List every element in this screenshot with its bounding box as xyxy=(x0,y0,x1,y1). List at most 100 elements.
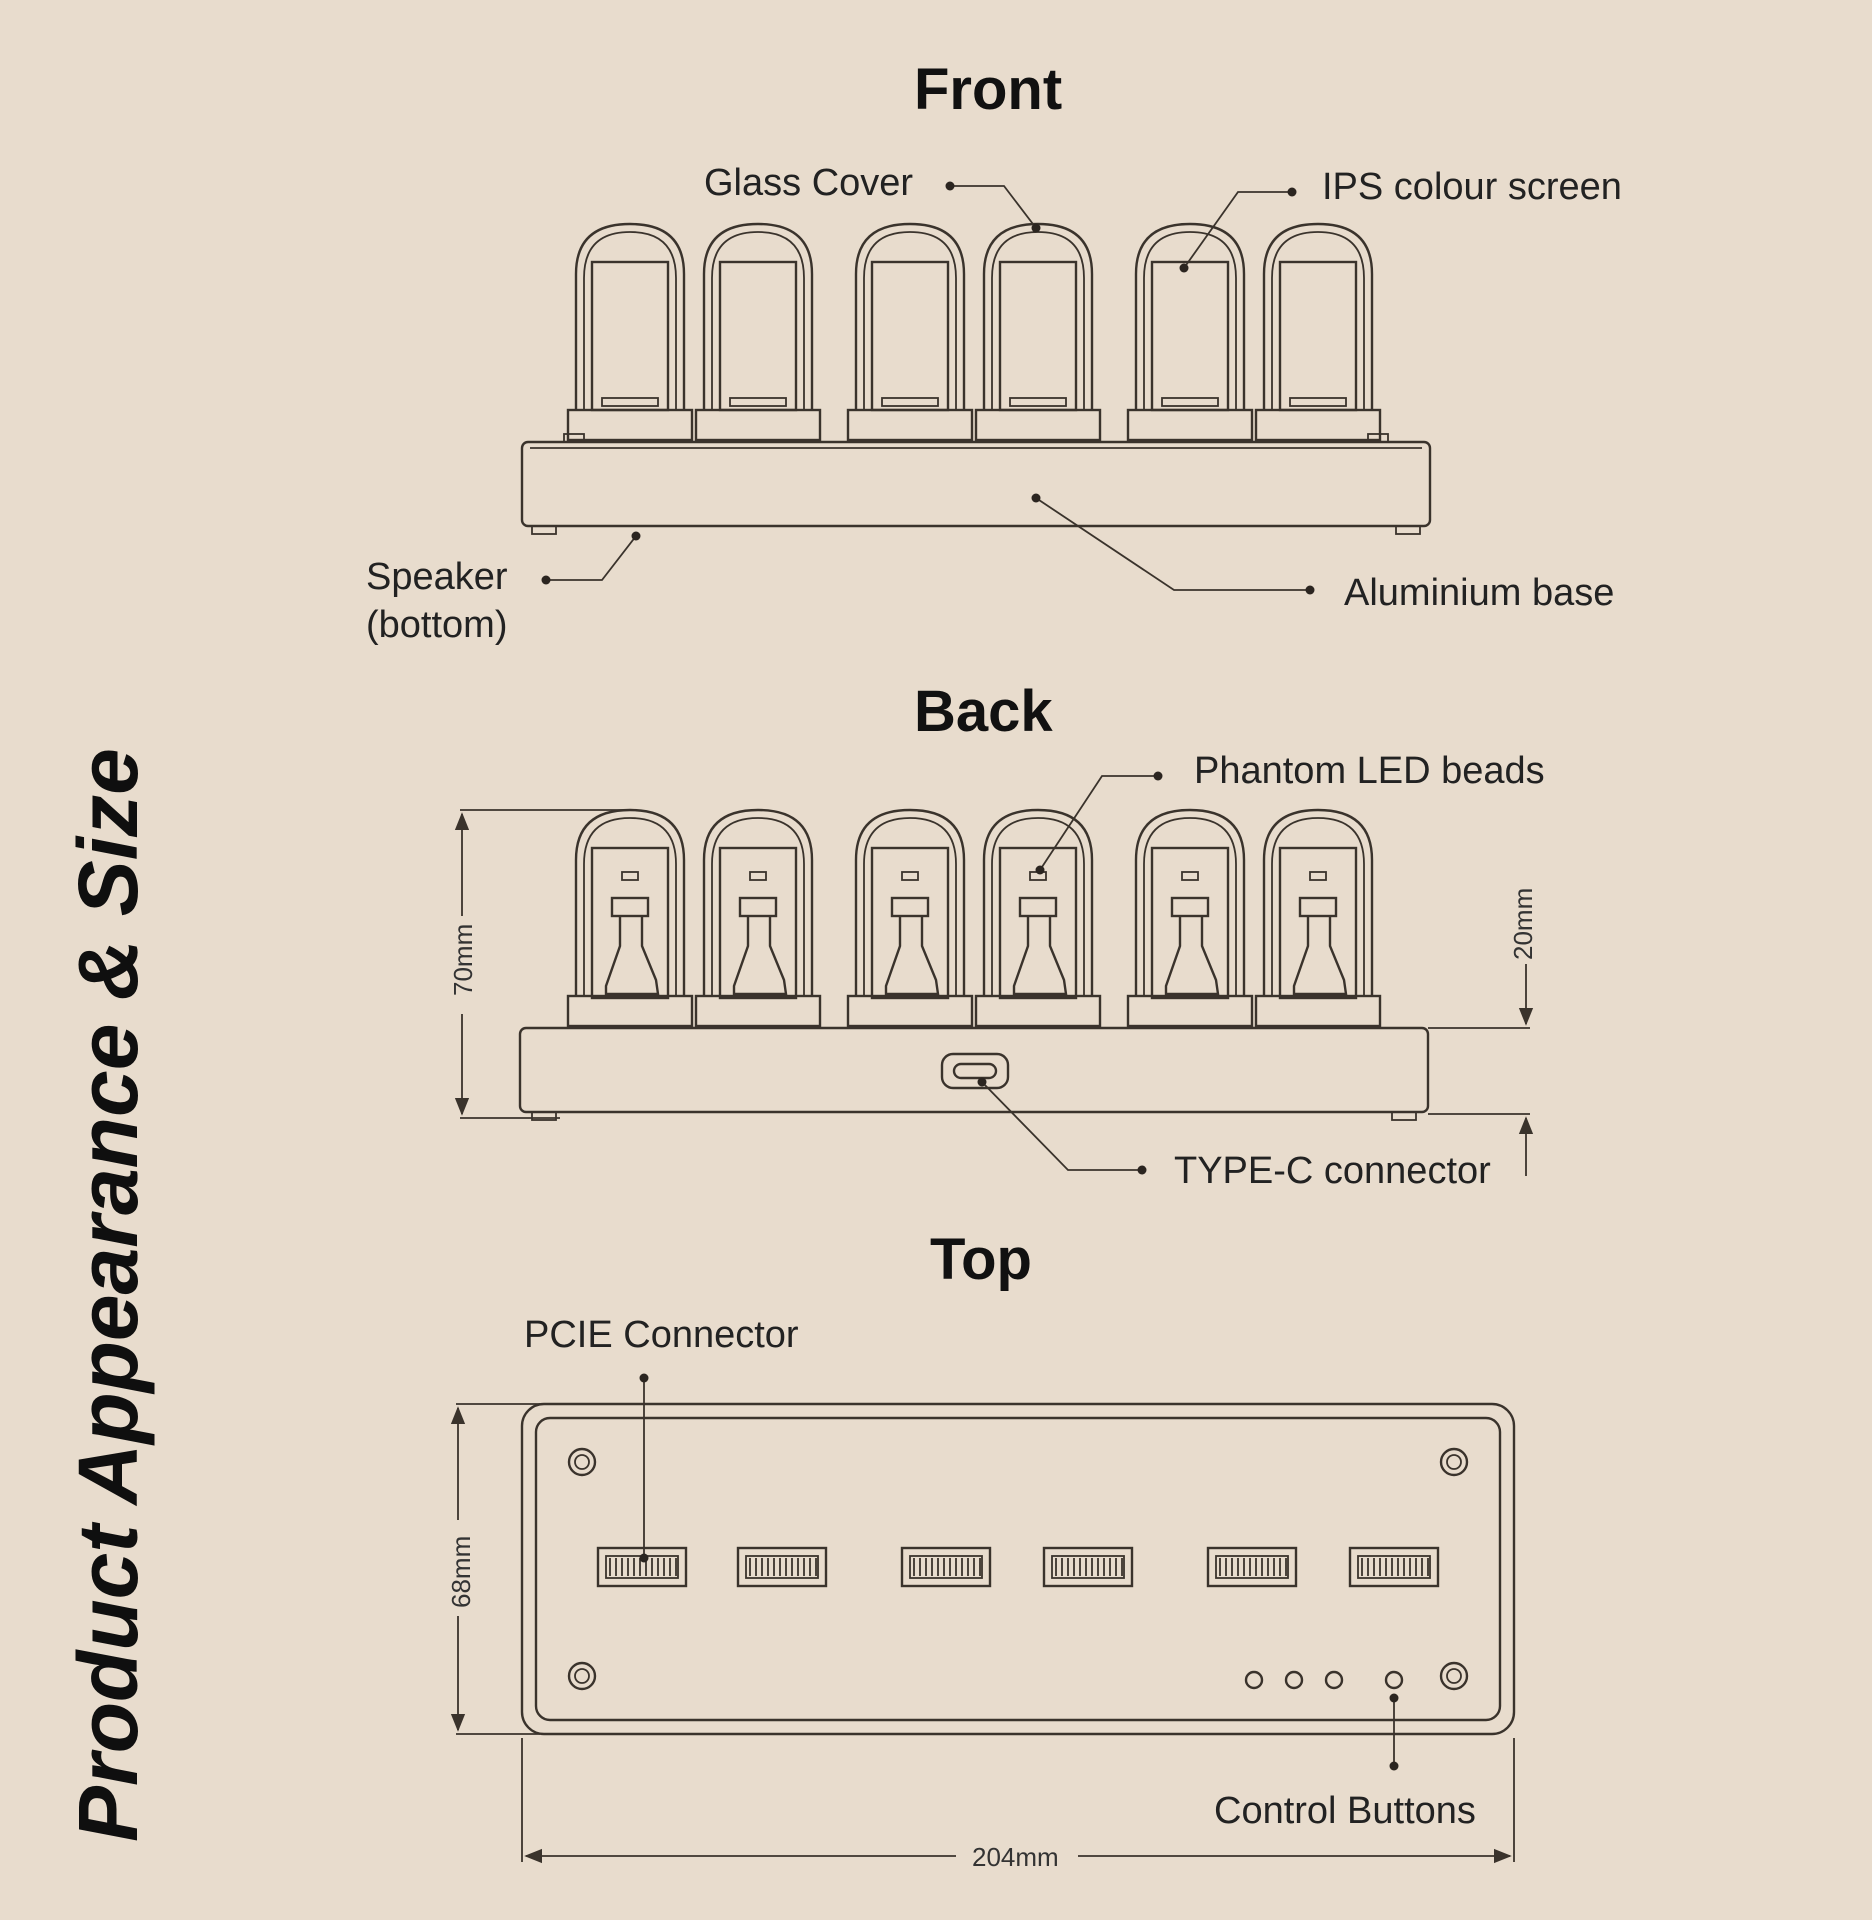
back-tube xyxy=(846,808,974,1028)
back-panel xyxy=(870,846,950,1000)
front-section-title: Front xyxy=(914,57,1063,122)
glass-cover xyxy=(1262,222,1374,410)
glass-cover-inner xyxy=(711,817,805,996)
glass-cover-inner xyxy=(1271,817,1365,996)
glass-cover-inner xyxy=(1271,231,1365,410)
base-button xyxy=(1367,433,1389,443)
mount-clip xyxy=(1298,896,1338,918)
glass-cover xyxy=(854,222,966,410)
top-inner-outline xyxy=(534,1416,1502,1722)
mount-clip xyxy=(610,896,650,918)
speaker-label-line2: (bottom) xyxy=(366,604,508,646)
glass-cover-inner xyxy=(991,231,1085,410)
leader-dot xyxy=(945,181,955,191)
leader-dot xyxy=(631,531,641,541)
aluminium-base-back xyxy=(518,1026,1430,1114)
mount-clip xyxy=(738,896,778,918)
pcie-housing xyxy=(1348,1546,1440,1588)
back-panel xyxy=(1278,846,1358,1000)
phantom-led xyxy=(1181,871,1199,881)
pcie-connector xyxy=(736,1546,828,1588)
usb-c-port xyxy=(940,1052,1010,1090)
glass-cover-inner xyxy=(863,817,957,996)
glass-cover-inner xyxy=(863,231,957,410)
pcie-connector xyxy=(1348,1546,1440,1588)
ips-screen xyxy=(998,260,1078,412)
aluminium-base xyxy=(520,440,1432,528)
back-section-title: Back xyxy=(914,679,1053,744)
screw-hole xyxy=(567,1447,597,1477)
screw-hole xyxy=(567,1661,597,1691)
pcie-slot xyxy=(745,1555,819,1579)
leader-dot xyxy=(1389,1761,1399,1771)
mount-clip xyxy=(1018,896,1058,918)
depth-68mm-dimension: 68mm xyxy=(446,1535,476,1608)
height-70mm-dimension: 70mm xyxy=(448,923,478,996)
glass-cover xyxy=(1134,222,1246,410)
pcie-connector xyxy=(900,1546,992,1588)
control-buttons-label: Control Buttons xyxy=(1214,1790,1476,1832)
base-foot xyxy=(1395,525,1421,535)
led-leader xyxy=(1039,775,1158,871)
leader-dot xyxy=(1153,771,1163,781)
glass-cover xyxy=(1262,808,1374,996)
front-tube xyxy=(974,222,1102,442)
back-tube xyxy=(694,808,822,1028)
width-204mm-dimension: 204mm xyxy=(966,1842,1065,1873)
pcie-housing xyxy=(736,1546,828,1588)
back-panel xyxy=(1150,846,1230,1000)
ips-screen xyxy=(718,260,798,412)
control-button xyxy=(1244,1670,1264,1690)
leader-dot xyxy=(541,575,551,585)
back-tube xyxy=(1126,808,1254,1028)
ips-screen xyxy=(1150,260,1230,412)
leader-dot xyxy=(1031,493,1041,503)
tube-socket xyxy=(694,994,822,1028)
screw-hole-inner xyxy=(1446,1454,1462,1470)
top-outline xyxy=(520,1402,1516,1736)
display-mount xyxy=(1292,916,1348,996)
glass-cover-inner xyxy=(991,817,1085,996)
mount-clip xyxy=(1170,896,1210,918)
pcie-slot xyxy=(1357,1555,1431,1579)
leader-dot xyxy=(1179,263,1189,273)
leader-dot xyxy=(1287,187,1297,197)
glass-cover-leader xyxy=(950,185,1037,229)
pcie-slot xyxy=(1215,1555,1289,1579)
screen-foot xyxy=(881,397,939,407)
ips-screen xyxy=(870,260,950,412)
base-foot xyxy=(531,1111,557,1121)
speaker-leader xyxy=(546,535,637,581)
leader-dot xyxy=(977,1077,987,1087)
aluminium-base-label: Aluminium base xyxy=(1344,572,1615,614)
leader-dot xyxy=(639,1553,649,1563)
back-panel xyxy=(718,846,798,1000)
tube-socket xyxy=(1254,408,1382,442)
ips-screen xyxy=(1278,260,1358,412)
phantom-led xyxy=(621,871,639,881)
base-button xyxy=(563,433,585,443)
display-mount xyxy=(604,916,660,996)
pcie-connector xyxy=(1206,1546,1298,1588)
tube-socket xyxy=(1254,994,1382,1028)
glass-cover-inner xyxy=(1143,817,1237,996)
tube-socket xyxy=(974,994,1102,1028)
screw-hole-inner xyxy=(574,1454,590,1470)
glass-cover-inner xyxy=(711,231,805,410)
base-leader xyxy=(1035,497,1310,591)
phantom-led-label: Phantom LED beads xyxy=(1194,750,1545,792)
front-tube xyxy=(694,222,822,442)
tube-socket xyxy=(1126,408,1254,442)
tube-socket xyxy=(1126,994,1254,1028)
front-tube xyxy=(566,222,694,442)
ips-screen xyxy=(590,260,670,412)
phantom-led xyxy=(1309,871,1327,881)
base-foot xyxy=(1391,1111,1417,1121)
front-view-drawing xyxy=(520,181,1432,595)
pcie-housing xyxy=(596,1546,688,1588)
control-button xyxy=(1384,1670,1404,1690)
pcie-housing xyxy=(1042,1546,1134,1588)
usb-c-slot xyxy=(952,1062,998,1080)
leader-dot xyxy=(1035,865,1045,875)
